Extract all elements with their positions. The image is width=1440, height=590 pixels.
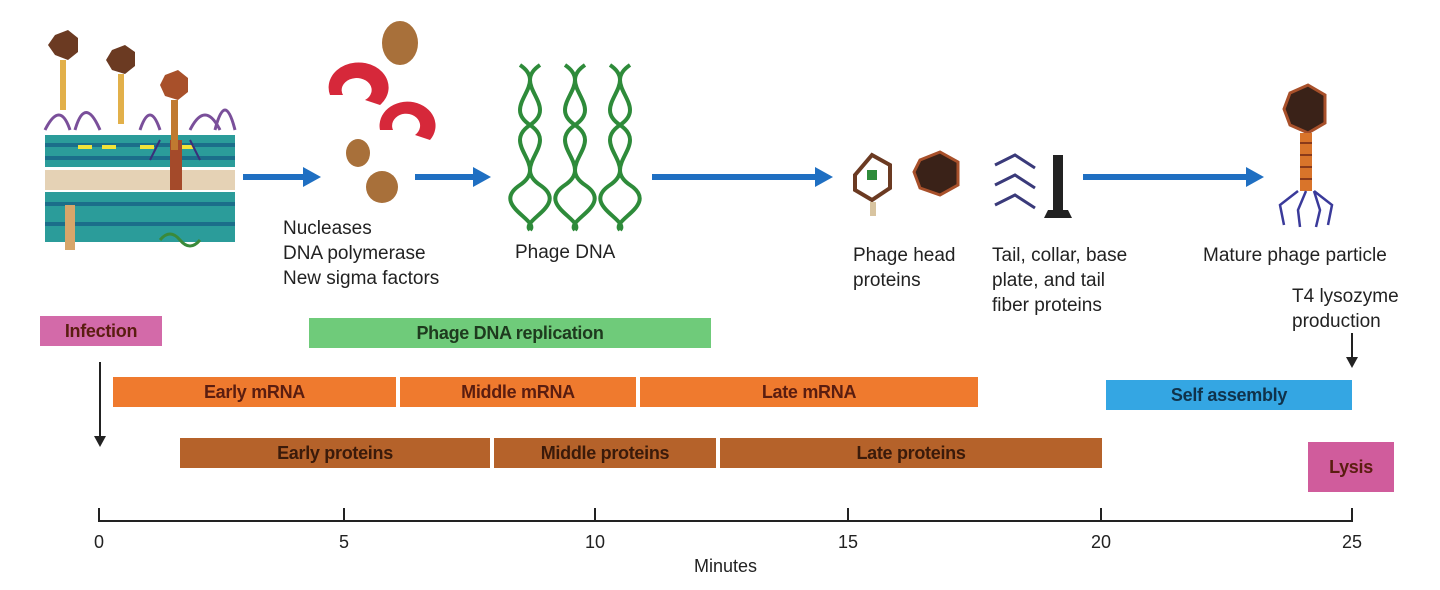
- membrane-with-phages-icon: [43, 30, 237, 250]
- process-arrow-2: [415, 174, 475, 180]
- axis-label: Minutes: [694, 556, 758, 576]
- phage-dna-label: Phage DNA: [515, 242, 616, 263]
- process-arrow-4-head: [1246, 167, 1264, 187]
- process-arrow-3-head: [815, 167, 833, 187]
- late-proteins-bar: Late proteins: [720, 438, 1102, 468]
- late-mrna-bar: Late mRNA: [640, 377, 978, 407]
- process-arrow-2-head: [473, 167, 491, 187]
- enzymes-label: Nucleases DNA polymerase New sigma facto…: [283, 218, 440, 289]
- enzyme-molecules-icon: [328, 21, 436, 203]
- process-arrow-3: [652, 174, 817, 180]
- process-arrow-4: [1083, 174, 1248, 180]
- early-proteins-bar: Early proteins: [180, 438, 490, 468]
- dna-helix-icon: [508, 63, 642, 232]
- self-assembly-bar: Self assembly: [1106, 380, 1352, 410]
- axis-tick-10: [594, 508, 596, 522]
- tail-fiber-icon: [994, 153, 1072, 218]
- infection-down-arrow: [94, 362, 106, 447]
- middle-mrna-bar: Middle mRNA: [400, 377, 636, 407]
- time-axis-line: [98, 520, 1353, 522]
- lysozyme-down-arrow: [1346, 333, 1358, 368]
- lysozyme-label: T4 lysozyme production: [1292, 286, 1399, 332]
- process-arrow-1: [243, 174, 305, 180]
- middle-proteins-bar: Middle proteins: [494, 438, 716, 468]
- axis-tick-20: [1100, 508, 1102, 522]
- axis-tick-5: [343, 508, 345, 522]
- axis-tick-label-10: 10: [584, 532, 606, 552]
- axis-tick-label-20: 20: [1090, 532, 1112, 552]
- head-proteins-label: Phage head proteins: [853, 245, 956, 291]
- tail-proteins-illustration: [990, 150, 1080, 225]
- lysis-bar: Lysis: [1308, 442, 1394, 492]
- mature-phage-illustration: [1270, 83, 1340, 230]
- axis-tick-label-0: 0: [93, 532, 104, 552]
- infected-cell-illustration: [30, 30, 245, 260]
- axis-tick-25: [1351, 508, 1353, 522]
- enzymes-illustration: [320, 15, 440, 205]
- axis-tick-label-15: 15: [837, 532, 859, 552]
- axis-tick-0: [98, 508, 100, 522]
- phage-dna-illustration: [508, 60, 642, 235]
- axis-tick-label-25: 25: [1341, 532, 1363, 552]
- mature-phage-icon: [1278, 83, 1334, 228]
- tail-proteins-label: Tail, collar, base plate, and tail fiber…: [992, 245, 1128, 316]
- infection-bar: Infection: [40, 316, 162, 346]
- dna-replication-bar: Phage DNA replication: [309, 318, 711, 348]
- phage-head-icon: [853, 150, 960, 216]
- axis-tick-label-5: 5: [338, 532, 349, 552]
- process-arrow-1-head: [303, 167, 321, 187]
- early-mrna-bar: Early mRNA: [113, 377, 396, 407]
- mature-phage-label: Mature phage particle: [1203, 245, 1387, 266]
- phage-head-illustration: [850, 150, 965, 225]
- axis-tick-15: [847, 508, 849, 522]
